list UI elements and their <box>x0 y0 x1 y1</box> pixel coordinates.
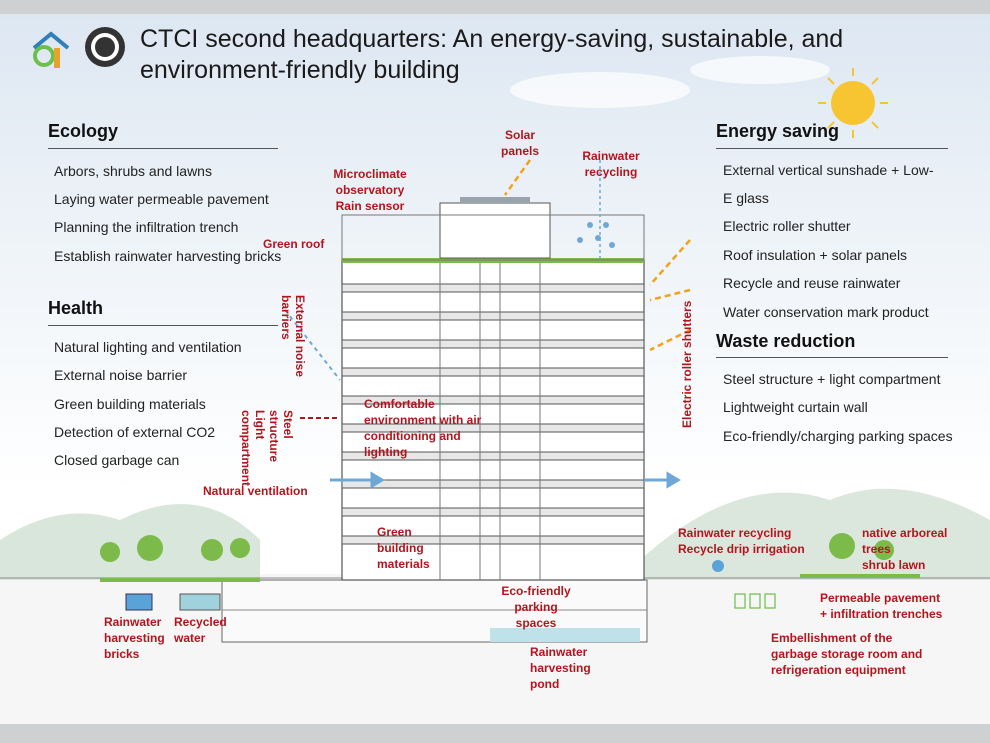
energy-item: Water conservation mark product <box>723 304 929 320</box>
cloud <box>690 56 830 84</box>
drip-irrigation-icon <box>712 560 724 572</box>
green-building-logo <box>32 31 70 68</box>
mountain-left <box>0 504 260 580</box>
health-item: Green building materials <box>54 396 206 412</box>
health-item: Closed garbage can <box>54 452 180 468</box>
mountain-right <box>640 488 990 580</box>
noise-barrier-arrow <box>284 309 341 381</box>
rainwater-bricks-icon <box>125 593 153 611</box>
bottom-bar <box>0 724 990 743</box>
waste-item: Steel structure + light compartment <box>723 371 941 387</box>
energy-saving-title: Energy saving <box>716 121 840 141</box>
health-item: Natural lighting and ventilation <box>54 339 242 355</box>
garbage-bins <box>734 593 776 609</box>
top-bar <box>0 0 990 14</box>
energy-saving-divider <box>716 148 948 149</box>
energy-item: Electric roller shutter <box>723 218 851 234</box>
green-roof-label: Green roof <box>263 237 325 251</box>
health-title: Health <box>48 298 104 318</box>
ecology-item: Arbors, shrubs and lawns <box>54 163 212 179</box>
ecology-item: Establish rainwater harvesting bricks <box>54 248 282 264</box>
energy-item: E glass <box>723 190 769 206</box>
electric-roller-shutters-label: Electric roller shutters <box>680 300 694 428</box>
title-line-2: environment-friendly building <box>140 56 460 84</box>
waste-item: Lightweight curtain wall <box>723 399 868 415</box>
energy-item: Roof insulation + solar panels <box>723 247 908 263</box>
ecology-item: Planning the infiltration trench <box>54 219 239 235</box>
ecology-title: Ecology <box>48 121 119 141</box>
natural-ventilation-label: Natural ventilation <box>203 484 308 498</box>
shutter-arrows <box>649 239 691 352</box>
cloud <box>510 72 690 108</box>
ecology-item: Laying water permeable pavement <box>54 191 269 207</box>
sun-icon <box>818 68 888 138</box>
solar-arrow <box>503 159 532 196</box>
waste-reduction-divider <box>716 357 948 358</box>
ecology-divider <box>48 148 278 149</box>
rainwater-pond-shape <box>490 628 640 642</box>
title-line-1: CTCI second headquarters: An energy-savi… <box>140 25 844 53</box>
energy-item: External vertical sunshade + Low- <box>723 162 934 178</box>
roof-structure <box>439 202 551 259</box>
solar-panel-shape <box>460 197 530 203</box>
waste-reduction-title: Waste reduction <box>716 331 856 351</box>
recycled-water-tank <box>179 593 221 611</box>
permeable-pavement-label: Permeable pavement+ infiltration trenche… <box>820 591 943 621</box>
page-title: CTCI second headquarters: An energy-savi… <box>140 24 940 86</box>
rainwater-drops <box>577 222 615 248</box>
trees-left <box>100 535 250 562</box>
health-divider <box>48 325 278 326</box>
natural-ventilation-arrows <box>330 471 681 489</box>
trees-right <box>829 533 894 560</box>
usgbc-leed-logo <box>85 27 125 67</box>
energy-item: Recycle and reuse rainwater <box>723 275 901 291</box>
health-item: Detection of external CO2 <box>54 424 216 440</box>
waste-item: Eco-friendly/charging parking spaces <box>723 428 953 444</box>
health-item: External noise barrier <box>54 367 188 383</box>
